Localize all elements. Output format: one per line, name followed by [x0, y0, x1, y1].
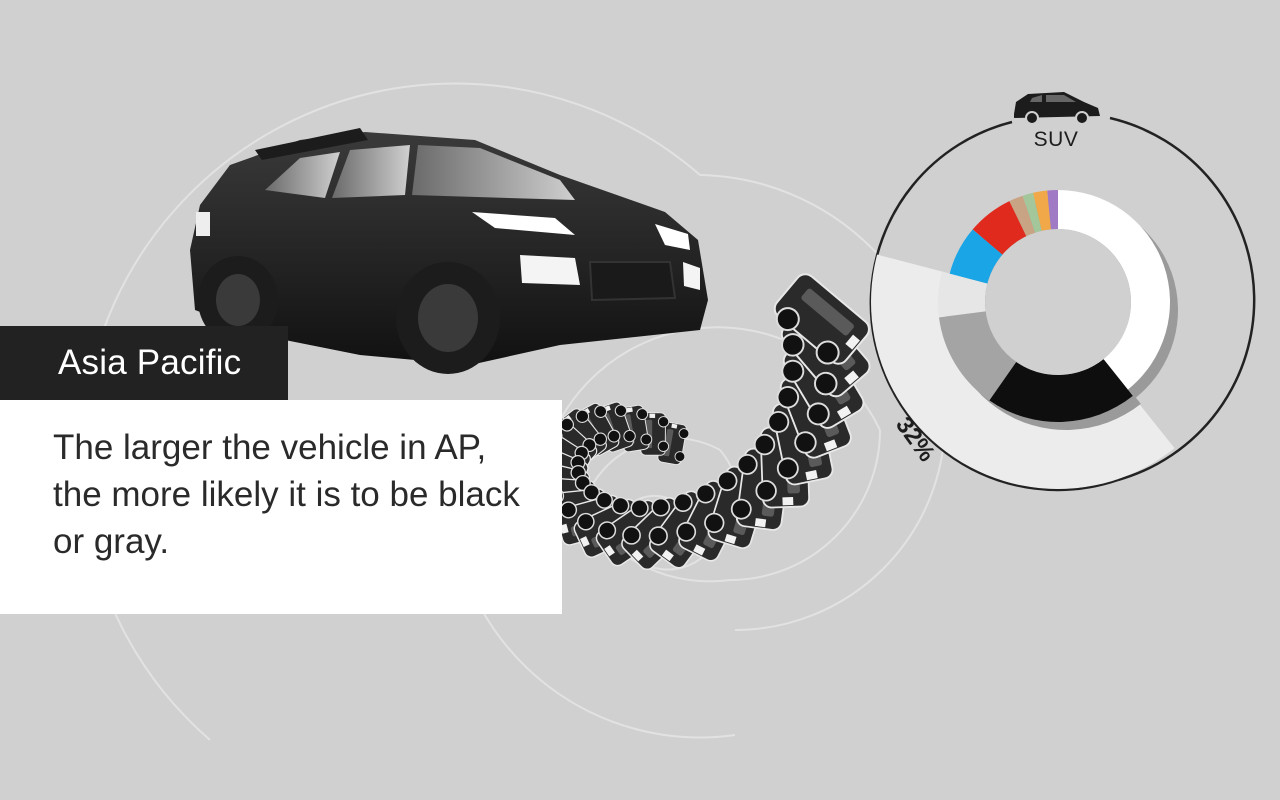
donut-slice-yellow-gold — [1033, 190, 1051, 231]
caption-text: The larger the vehicle in AP, the more l… — [53, 428, 520, 561]
donut-slice-other — [1047, 190, 1058, 230]
suv-icon — [1014, 92, 1100, 125]
region-title: Asia Pacific — [0, 326, 288, 400]
donut-slice-blue — [949, 229, 1003, 284]
donut-chart — [869, 116, 1256, 492]
donut-slice-white — [1058, 190, 1170, 390]
trail-vehicle — [773, 273, 870, 365]
donut-slice-green — [1022, 192, 1042, 233]
donut-slice-red — [972, 201, 1027, 255]
donut-slice-silver — [938, 271, 988, 318]
donut-slice-brown-beige — [1009, 195, 1035, 237]
suv-label: SUV — [1033, 128, 1079, 151]
suv-illustration — [190, 128, 708, 374]
donut-slice-black — [989, 359, 1133, 422]
caption-card: The larger the vehicle in AP, the more l… — [0, 400, 562, 614]
donut-slice-gray — [938, 311, 1017, 401]
